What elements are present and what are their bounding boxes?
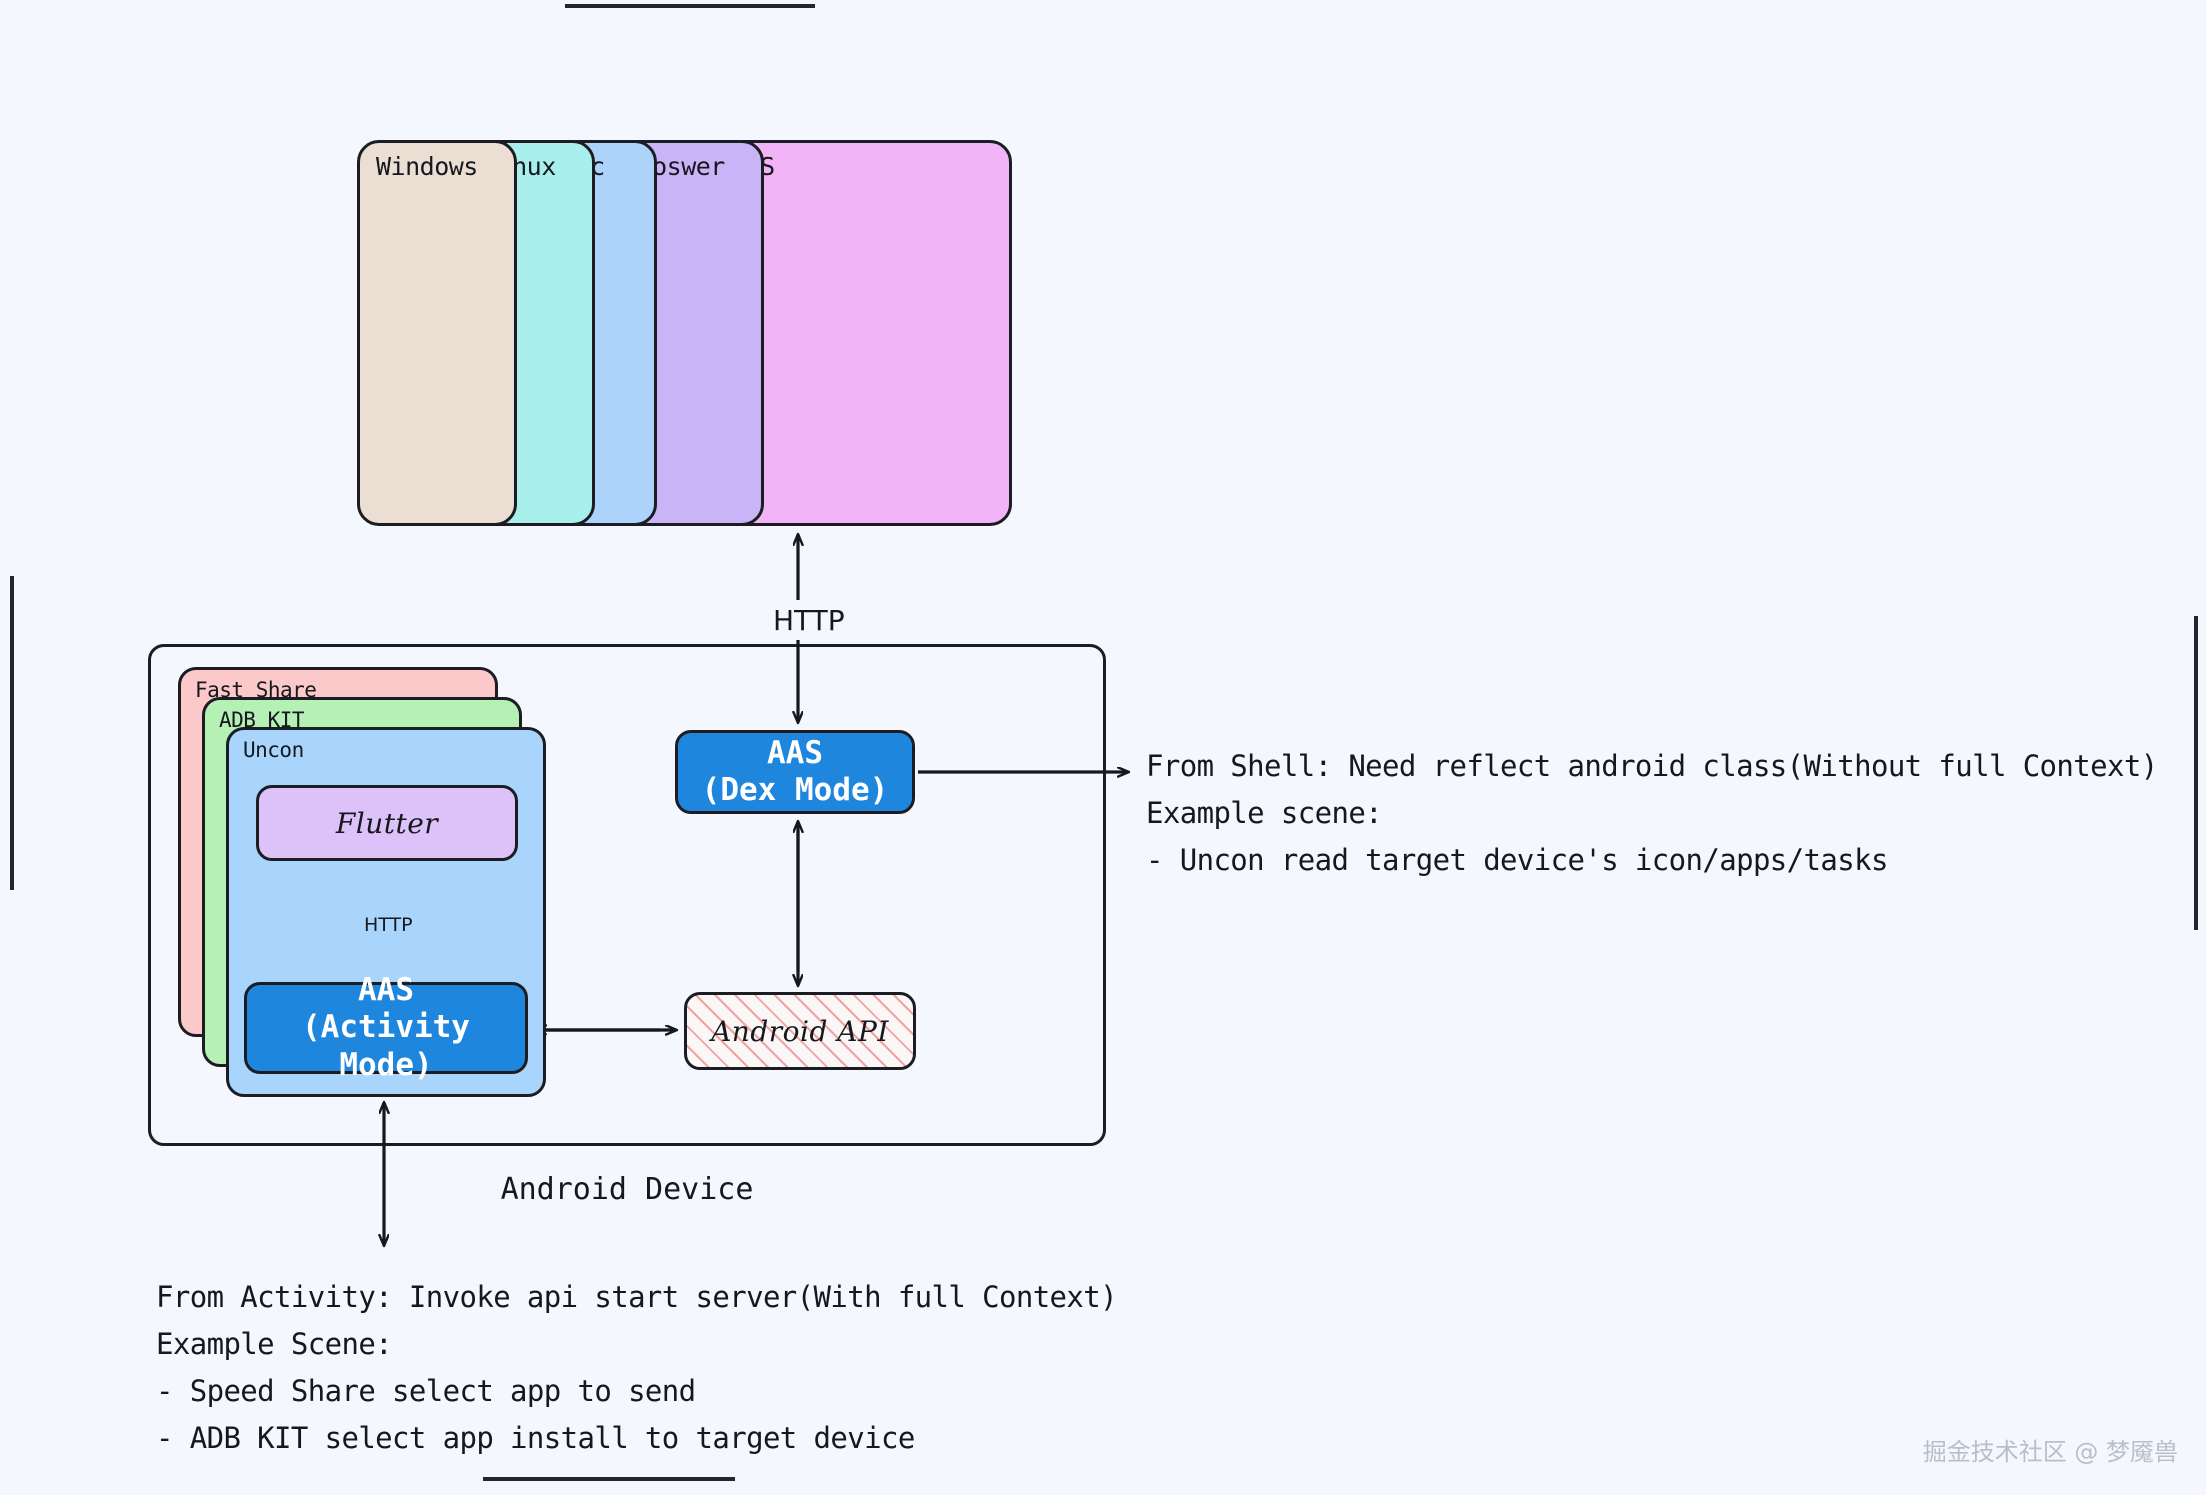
crop-tick-bottom	[483, 1477, 735, 1481]
annotation-from-shell: From Shell: Need reflect android class(W…	[1146, 749, 2158, 877]
node-android-api-label: Android API	[711, 1014, 889, 1048]
connector-label-http-inner: HTTP	[360, 914, 417, 936]
annotation-from-activity: From Activity: Invoke api start server(W…	[156, 1280, 1118, 1455]
node-aas-dex-line2: (Dex Mode)	[701, 772, 889, 808]
crop-tick-left	[10, 576, 14, 890]
platform-card-windows[interactable]: Windows	[357, 140, 517, 526]
node-aas-activity-line1: AAS	[358, 972, 414, 1009]
watermark: 掘金技术社区 @ 梦魇兽	[1922, 1438, 2178, 1466]
crop-tick-right	[2194, 616, 2198, 930]
node-aas-dex-mode[interactable]: AAS (Dex Mode)	[675, 730, 915, 814]
platform-label-windows: Windows	[376, 152, 478, 181]
android-device-container	[148, 644, 1106, 1146]
crop-tick-top	[565, 4, 815, 8]
node-flutter[interactable]: Flutter	[256, 785, 518, 861]
node-aas-activity-mode[interactable]: AAS (Activity Mode)	[244, 972, 528, 1083]
app-card-label-uncon: Uncon	[243, 738, 304, 762]
node-aas-activity-line2: (Activity Mode)	[302, 1009, 470, 1083]
node-android-api[interactable]: Android API	[684, 992, 916, 1070]
android-device-caption: Android Device	[500, 1172, 754, 1207]
connector-label-http-top: HTTP	[765, 604, 853, 637]
node-aas-dex-line1: AAS	[767, 734, 823, 771]
node-flutter-label: Flutter	[335, 806, 439, 840]
